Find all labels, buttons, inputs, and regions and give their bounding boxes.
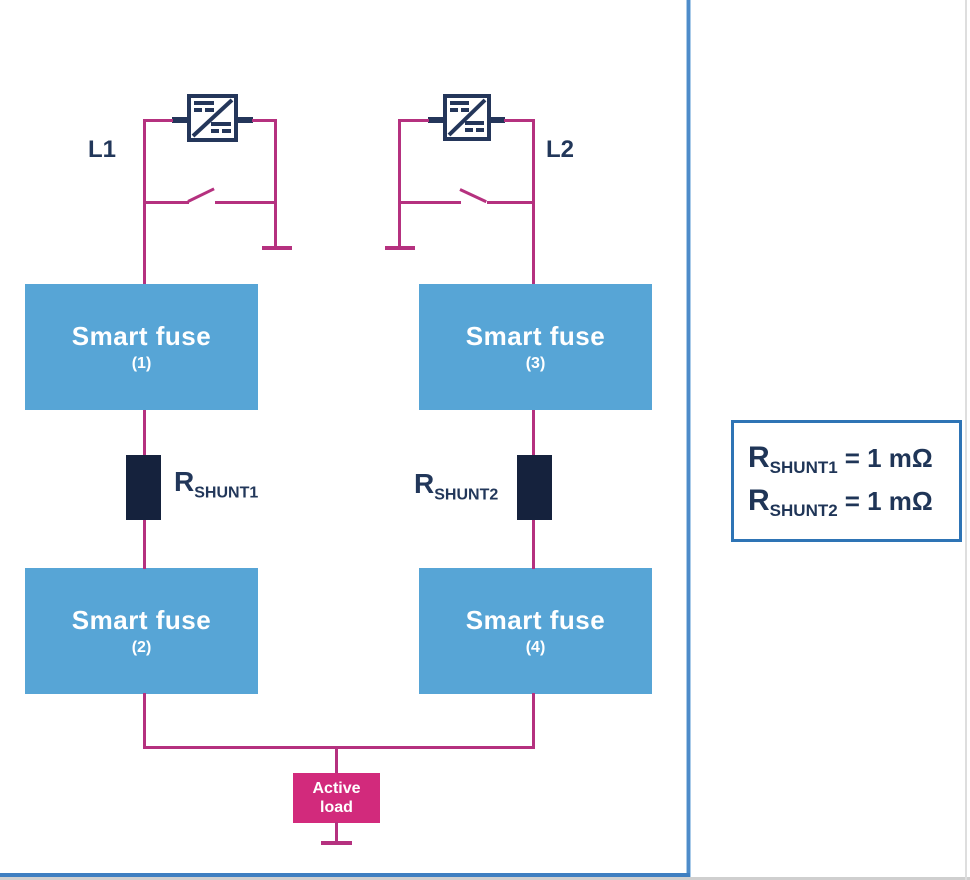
legend-row-rshunt1: RSHUNT1 = 1 mΩ xyxy=(748,441,959,478)
dc-dc-converter-icon xyxy=(443,94,491,141)
dc-symbol-dash xyxy=(450,108,458,112)
wire-segment xyxy=(504,119,535,122)
dc-symbol-solid xyxy=(194,101,214,105)
smart-fuse-number: (1) xyxy=(131,355,152,372)
panel-divider xyxy=(687,0,690,877)
active-load-label-line1: Active xyxy=(312,780,361,797)
smart-fuse-title: Smart fuse xyxy=(465,321,606,351)
dc-symbol-solid xyxy=(450,101,469,105)
legend-row-rshunt2: RSHUNT2 = 1 mΩ xyxy=(748,483,959,520)
smart-fuse-title: Smart fuse xyxy=(71,605,212,635)
bus-wire xyxy=(143,746,535,749)
wire-segment xyxy=(487,201,535,204)
shunt-resistor-1 xyxy=(126,455,161,520)
switch-blade xyxy=(459,188,487,204)
smart-fuse-number: (3) xyxy=(525,355,546,372)
converter-terminal xyxy=(172,117,188,123)
wire-segment xyxy=(532,410,535,456)
rshunt2-subscript: SHUNT2 xyxy=(434,486,499,504)
legend-value: = 1 mΩ xyxy=(844,443,933,474)
wire-segment xyxy=(398,119,429,122)
l2-label: L2 xyxy=(546,136,575,163)
wire-segment xyxy=(143,693,146,747)
wire-segment xyxy=(252,119,277,122)
wire-segment xyxy=(143,410,146,456)
legend-r-subscript: SHUNT1 xyxy=(769,458,838,478)
smart-fuse-title: Smart fuse xyxy=(465,605,606,635)
active-load-box: Active load xyxy=(293,773,380,823)
wire-segment xyxy=(398,120,401,248)
wire-segment xyxy=(143,520,146,569)
dc-symbol-solid xyxy=(211,122,231,126)
open-switch-icon xyxy=(399,201,461,204)
smart-fuse-box-3: Smart fuse (3) xyxy=(419,284,652,410)
dc-symbol-dash xyxy=(461,108,469,112)
smart-fuse-title: Smart fuse xyxy=(71,321,212,351)
shunt-resistor-2 xyxy=(517,455,552,520)
smart-fuse-box-4: Smart fuse (4) xyxy=(419,568,652,694)
frame-bottom-strip xyxy=(0,877,970,880)
wire-segment xyxy=(532,520,535,569)
rshunt1-label: RSHUNT1 xyxy=(174,468,258,502)
dc-symbol-dash xyxy=(222,129,231,133)
converter-terminal xyxy=(428,117,444,123)
l1-label: L1 xyxy=(88,136,117,163)
legend-r-symbol: R xyxy=(748,483,770,517)
legend-box: RSHUNT1= 1 mΩ RSHUNT2= 1 mΩ xyxy=(731,420,962,542)
dc-symbol-solid xyxy=(465,121,484,125)
ground-icon xyxy=(262,246,292,250)
dc-symbol-dash xyxy=(194,108,202,112)
rshunt2-symbol: R xyxy=(414,468,435,499)
dc-symbol-dash xyxy=(211,129,219,133)
legend-r-symbol: R xyxy=(748,441,770,475)
converter-diagonal xyxy=(447,98,487,137)
frame-right-edge xyxy=(965,0,967,880)
open-switch-icon xyxy=(144,201,189,204)
dc-symbol-dash xyxy=(465,128,473,132)
converter-terminal xyxy=(236,117,253,123)
wire-segment xyxy=(532,693,535,747)
wire-segment xyxy=(274,120,277,248)
wire-segment xyxy=(335,748,338,773)
wire-segment xyxy=(215,201,277,204)
ground-icon xyxy=(385,246,415,250)
legend-value: = 1 mΩ xyxy=(844,485,933,516)
smart-fuse-number: (4) xyxy=(525,639,546,656)
smart-fuse-box-1: Smart fuse (1) xyxy=(25,284,258,410)
active-load-label-line2: load xyxy=(320,799,353,816)
converter-terminal xyxy=(489,117,505,123)
smart-fuse-number: (2) xyxy=(131,639,152,656)
switch-blade xyxy=(187,187,215,203)
frame-bottom-border xyxy=(0,873,690,877)
converter-diagonal xyxy=(191,98,234,138)
rshunt2-label: RSHUNT2 xyxy=(414,470,498,504)
legend-r-subscript: SHUNT2 xyxy=(769,500,838,520)
wire-segment xyxy=(335,822,338,842)
dc-symbol-dash xyxy=(476,128,484,132)
dc-symbol-dash xyxy=(205,108,214,112)
rshunt1-symbol: R xyxy=(174,466,195,497)
dc-dc-converter-icon xyxy=(187,94,238,142)
rshunt1-subscript: SHUNT1 xyxy=(194,484,259,502)
smart-fuse-box-2: Smart fuse (2) xyxy=(25,568,258,694)
ground-icon xyxy=(321,841,352,845)
wire-segment xyxy=(143,119,173,122)
